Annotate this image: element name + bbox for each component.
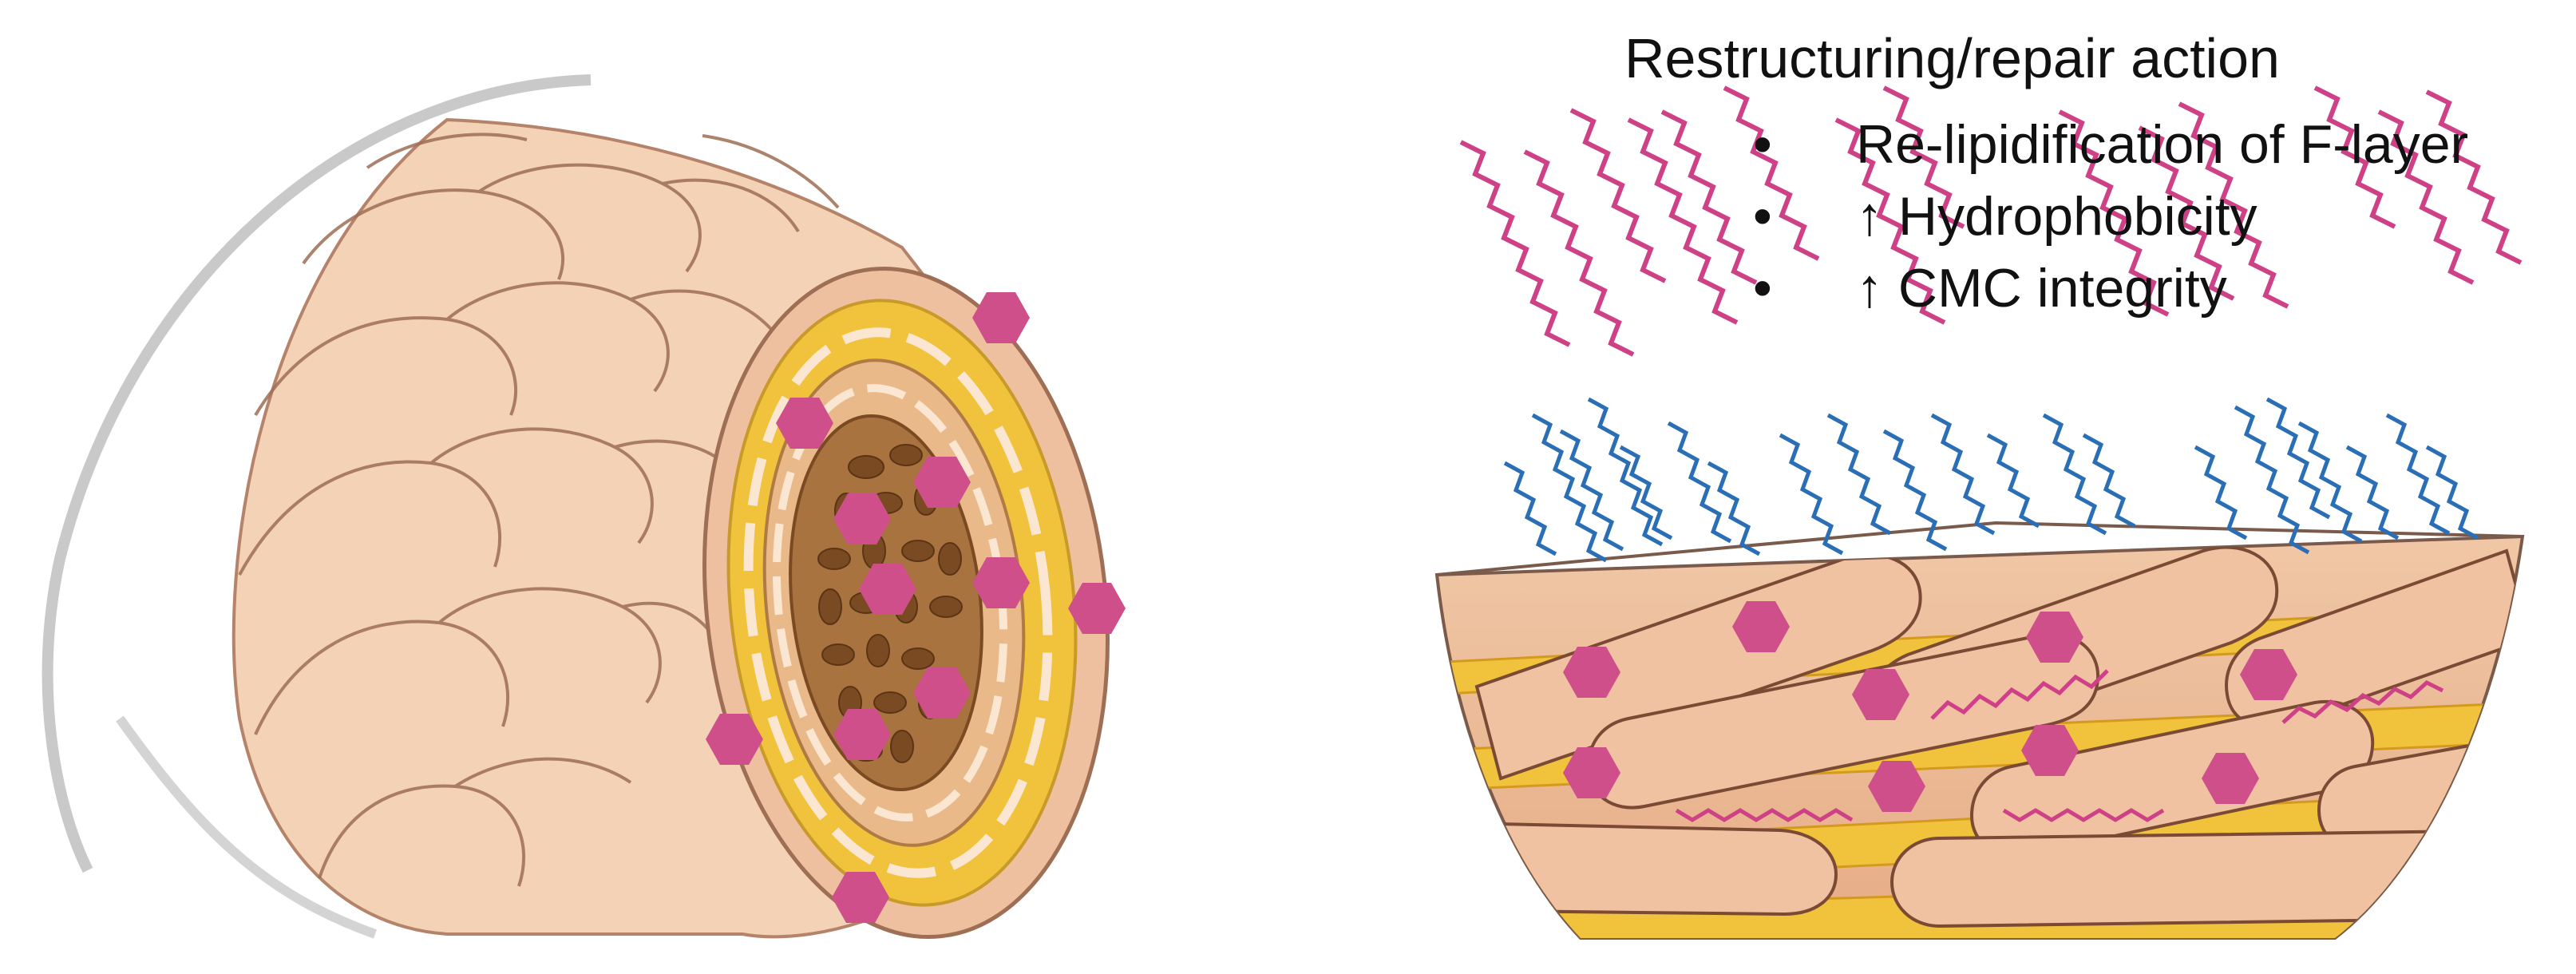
hexagon-active-icon: [2021, 725, 2079, 776]
active-hexagons-fiber: [706, 292, 1126, 923]
bound-lipid-chains: [1503, 397, 2479, 563]
bullet-glyph: •: [1753, 186, 1772, 247]
hexagon-active-icon: [2026, 612, 2083, 663]
bullet-glyph: •: [1753, 258, 1772, 319]
annotation-title: Restructuring/repair action: [1624, 27, 2280, 89]
hexagon-active-icon: [706, 714, 763, 765]
hexagon-active-icon: [833, 709, 891, 760]
hexagon-active-icon: [972, 557, 1030, 608]
hexagon-active-icon: [832, 872, 889, 923]
hexagon-active-icon: [913, 667, 971, 719]
background-arc: [42, 74, 592, 873]
hexagon-active-icon: [2202, 753, 2259, 804]
hexagon-active-icon: [859, 564, 916, 615]
hexagon-active-icon: [913, 457, 971, 508]
cortex-interior: [1437, 545, 2523, 938]
hexagon-active-icon: [1852, 669, 1909, 720]
bullet-glyph: •: [1753, 114, 1772, 175]
hexagon-active-icon: [1868, 761, 1925, 812]
hexagon-active-icon: [776, 398, 833, 449]
annotation-item-text: Re-lipidification of F-layer: [1856, 114, 2469, 175]
hair-fiber-illustration: [42, 74, 1126, 940]
annotation-item-text: ↑ Hydrophobicity: [1856, 186, 2257, 247]
background-arc-lower: [116, 715, 378, 939]
hexagon-active-icon: [1732, 601, 1790, 652]
hexagon-active-icon: [2240, 649, 2297, 700]
hexagon-active-icon: [972, 292, 1030, 343]
hexagon-active-icon: [1563, 747, 1620, 798]
annotation-item-text: ↑ CMC integrity: [1856, 258, 2227, 319]
hair-surface-illustration: [1434, 85, 2525, 940]
hexagon-active-icon: [1563, 647, 1620, 698]
hexagon-active-icon: [833, 493, 891, 544]
free-lipid-chains: [1459, 85, 2523, 357]
active-hexagons-surface: [1563, 601, 2297, 812]
cortex-cells: [1437, 545, 2523, 928]
hexagon-active-icon: [1068, 583, 1126, 634]
